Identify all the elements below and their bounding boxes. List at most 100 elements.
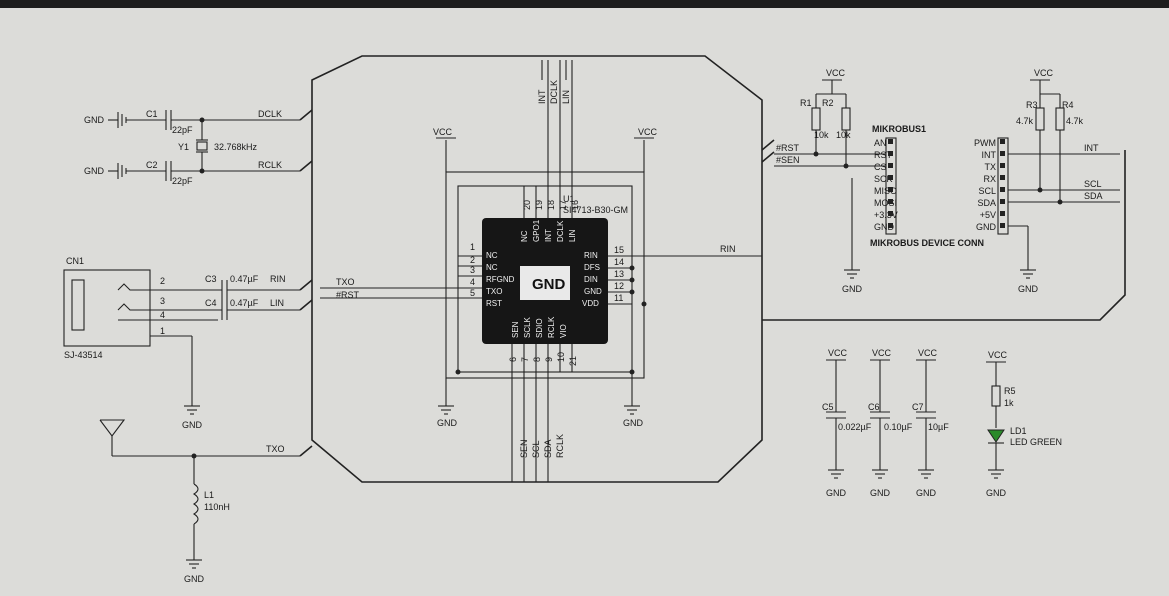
ld1-value: LED GREEN [1010, 437, 1062, 447]
svg-text:GND: GND [826, 488, 847, 498]
mikrobus-pin-left-5: MOSI [874, 198, 897, 208]
mikrobus-pin-right-6: +5V [980, 210, 996, 220]
r5-value: 1k [1004, 398, 1014, 408]
mikrobus-pin-left-6: +3.3V [874, 210, 898, 220]
svg-text:VCC: VCC [826, 68, 846, 78]
svg-text:3: 3 [160, 296, 165, 306]
ic-u1-center-pad [520, 266, 570, 300]
pin-name-dfs: DFS [584, 263, 600, 272]
l1-value: 110nH [204, 502, 230, 512]
crystal-section: GND C1 22pF DCLK GND C2 22pF RCLK Y1 32.… [84, 109, 313, 186]
ic-top-pins: 20 19 18 17 16 NC GPO1 INT DCLK LIN INT … [520, 60, 580, 242]
r4-value: 4.7k [1066, 116, 1084, 126]
r1-ref: R1 [800, 98, 812, 108]
pin-num-5: 5 [470, 288, 475, 298]
mikrobus-pin-right-4: SCL [978, 186, 996, 196]
pin-num-9: 9 [544, 357, 554, 362]
mikrobus-pin-left-0: AN [874, 138, 887, 148]
svg-text:2: 2 [160, 276, 165, 286]
svg-text:GND: GND [1018, 284, 1039, 294]
pin-num-1: 1 [470, 242, 475, 252]
mikrobus-pad-right-0 [1000, 139, 1005, 144]
mikrobus-pin-left-3: SCK [874, 174, 893, 184]
pin-num-21: 21 [568, 356, 578, 366]
r3-ref: R3 [1026, 100, 1038, 110]
inner-route-1 [445, 171, 645, 379]
c4-value: 0.47µF [230, 298, 259, 308]
gnd-label-ic-left: GND [437, 418, 458, 428]
c3-ref: C3 [205, 274, 217, 284]
vcc-label-ic-right: VCC [638, 127, 658, 137]
svg-text:GND: GND [870, 488, 891, 498]
net-rclk-left: RCLK [258, 160, 282, 170]
mikrobus-pin-right-7: GND [976, 222, 997, 232]
mikrobus-pad-left-2 [888, 163, 893, 168]
pin-num-8: 8 [532, 357, 542, 362]
net-rclk-bottom: RCLK [555, 434, 565, 458]
svg-text:GND: GND [986, 488, 1007, 498]
svg-text:GND: GND [916, 488, 937, 498]
net-txo-inner: TXO [336, 277, 355, 287]
c3-value: 0.47µF [230, 274, 259, 284]
net-int-top: INT [537, 89, 547, 104]
pin-name-rst: RST [486, 299, 502, 308]
ld1-ref: LD1 [1010, 426, 1027, 436]
pin-num-18: 18 [546, 200, 556, 210]
mikrobus-pad-left-1 [888, 151, 893, 156]
pin-num-3: 3 [470, 265, 475, 275]
board-extension [762, 150, 1126, 321]
board-outline [311, 55, 763, 483]
r4-ref: R4 [1062, 100, 1074, 110]
net-rin-right: RIN [720, 244, 736, 254]
mikrobus-pin-right-3: RX [983, 174, 996, 184]
pin-name-nc1: NC [486, 251, 498, 260]
r3-value: 4.7k [1016, 116, 1034, 126]
mikrobus-pin-right-1: INT [982, 150, 997, 160]
pin-name-rfgnd: RFGND [486, 275, 515, 284]
pin-num-15: 15 [614, 245, 624, 255]
pin-name-gnd: GND [584, 287, 602, 296]
c6-ref: C6 [868, 402, 880, 412]
led-symbol [987, 429, 1005, 443]
net-sen-right: #SEN [776, 155, 800, 165]
mikrobus-pad-right-1 [1000, 151, 1005, 156]
c5-ref: C5 [822, 402, 834, 412]
mikrobus-pad-right-3 [1000, 175, 1005, 180]
mikrobus-pin-left-7: GND [874, 222, 895, 232]
y1-ref: Y1 [178, 142, 189, 152]
ic-u1-center-label: GND [532, 276, 566, 293]
pin-name-lin: LIN [568, 229, 577, 242]
pin-num-19: 19 [534, 200, 544, 210]
mikrobus-pad-right-7 [1000, 223, 1005, 228]
r2-value: 10k [836, 130, 851, 140]
svg-text:GND: GND [842, 284, 863, 294]
pin-num-6: 6 [508, 357, 518, 362]
svg-text:GND: GND [182, 420, 203, 430]
pin-name-sclk: SCLK [523, 316, 532, 338]
r1-value: 10k [814, 130, 829, 140]
c7-value: 10µF [928, 422, 949, 432]
ic-u1-part: SI4713-B30-GM [563, 205, 628, 215]
ic-u1-ref: U1 [563, 194, 575, 204]
pin-name-vio: VIO [559, 324, 568, 338]
svg-text:VCC: VCC [918, 348, 938, 358]
c7-ref: C7 [912, 402, 924, 412]
pin-num-4: 4 [470, 277, 475, 287]
cn1-ref: CN1 [66, 256, 84, 266]
net-rst-right: #RST [776, 143, 800, 153]
net-scl-bottom: SCL [531, 440, 541, 458]
pin-name-dclk: DCLK [556, 220, 565, 242]
net-txo-left: TXO [266, 444, 285, 454]
pin-name-txo: TXO [486, 287, 502, 296]
net-scl-right: SCL [1084, 179, 1102, 189]
ic-bottom-pins: 6 7 8 9 10 21 SEN SCLK SDIO RCLK VIO SEN… [455, 316, 635, 482]
pin-num-20: 20 [522, 200, 532, 210]
svg-text:GND: GND [184, 574, 205, 584]
pin-num-7: 7 [520, 357, 530, 362]
mikrobus-section: #RST #SEN VCC R1 R2 10k 10k MIKROBUS1 AN… [761, 68, 1120, 294]
pin-num-2: 2 [470, 255, 475, 265]
pin-num-16: 16 [570, 200, 580, 210]
pin-name-nc-top: NC [520, 230, 529, 242]
pin-name-sdio: SDIO [535, 318, 544, 338]
gnd-label-ic-right: GND [623, 418, 644, 428]
